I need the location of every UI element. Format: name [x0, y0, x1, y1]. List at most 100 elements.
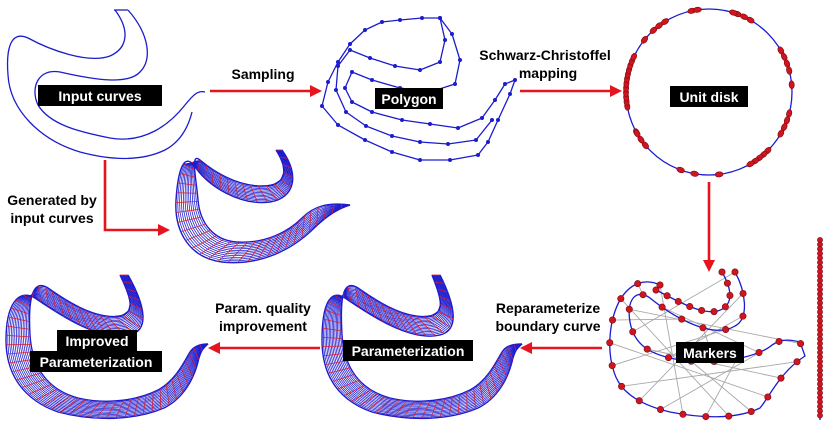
parameterization-mesh-col — [337, 379, 360, 390]
disk-marker — [746, 160, 755, 168]
improved-mesh-col — [200, 344, 203, 351]
generated-mesh-col — [177, 216, 202, 223]
marker-dot — [702, 413, 710, 421]
parameterization-label-bg — [343, 340, 473, 361]
improved-mesh-col — [142, 394, 147, 415]
marker-dot — [606, 339, 614, 347]
quality-caption-line2: improvement — [219, 318, 307, 334]
parameterization-mesh-col — [402, 400, 416, 418]
parameterization-mesh-col — [439, 398, 446, 418]
improved-mesh-col — [27, 384, 52, 395]
polygon-label: Polygon — [381, 91, 436, 107]
marker-dot — [656, 405, 664, 413]
polygon-vertex — [390, 150, 394, 154]
polygon-vertex — [393, 64, 397, 68]
improved-mesh-col — [193, 347, 199, 360]
marker-dot — [747, 408, 755, 416]
improved-mesh-col — [96, 401, 109, 419]
disk-marker — [729, 9, 738, 16]
polygon-panel: Polygon — [320, 16, 517, 162]
improved-mesh-col — [68, 399, 87, 415]
marker-link — [629, 308, 801, 345]
marker-dot — [625, 305, 633, 313]
polygon-vertex — [326, 80, 330, 84]
polygon-vertex — [496, 118, 500, 122]
marker-dot — [726, 291, 734, 299]
generated-mesh-col — [197, 160, 201, 171]
parameterization-mesh-col — [497, 358, 508, 377]
parameterization-mesh-col — [324, 309, 342, 316]
parameterization-mesh-col — [347, 286, 352, 303]
unit-disk-panel: Unit disk — [623, 6, 795, 178]
improved-mesh-col — [151, 392, 154, 413]
improved-mesh-col — [78, 400, 94, 417]
generated-mesh-col — [183, 163, 195, 170]
reparam-caption-line1: Reparameterize — [496, 300, 600, 316]
parameterization-mesh-col — [328, 367, 351, 374]
marker-dot — [618, 382, 626, 390]
disk-marker — [788, 80, 795, 90]
improved-mesh-col — [64, 299, 73, 322]
improved-mesh-col — [51, 290, 57, 312]
reparam-caption-line2: boundary curve — [495, 318, 600, 334]
parameterization-mesh-row — [321, 274, 523, 419]
generated-mesh-col — [242, 183, 249, 202]
parameterization-mesh-col — [489, 371, 498, 393]
improved-mesh-col — [128, 310, 144, 319]
marker-link — [612, 318, 682, 321]
generated-mesh-col — [176, 192, 198, 194]
polygon-vertex — [363, 138, 367, 142]
marker-dot — [721, 303, 729, 311]
polygon-vertex — [390, 134, 394, 138]
marker-dot — [793, 358, 801, 366]
input-curve-outer — [34, 9, 206, 140]
generated-mesh-col — [185, 230, 211, 241]
generated-mesh-col — [265, 185, 278, 201]
parameterization-mesh-col — [437, 288, 448, 293]
arrow-reparam: Reparameterize boundary curve — [495, 300, 602, 354]
parameterization-mesh-col — [412, 401, 423, 419]
improved-mesh-col — [8, 316, 30, 323]
disk-marker — [746, 16, 755, 24]
parameterization-mesh-col — [380, 302, 392, 326]
parameterization-mesh-col — [343, 385, 365, 397]
input-curves-label: Input curves — [58, 88, 141, 104]
marker-link — [620, 298, 730, 417]
generated-mesh-col — [273, 183, 286, 196]
generated-mesh-col — [191, 235, 217, 249]
polygon-vertex — [350, 70, 354, 74]
improved-mesh-col — [188, 353, 197, 369]
disk-marker — [690, 170, 699, 177]
improved-mesh-col — [122, 314, 141, 328]
unit-disk-label-bg — [670, 86, 748, 107]
generated-caption-line1: Generated by — [7, 192, 97, 208]
marker-dot — [678, 315, 686, 323]
parameterization-mesh-col — [473, 387, 476, 410]
improved-mesh-col — [133, 397, 140, 417]
improved-mesh-col — [123, 281, 133, 284]
parameterization-mesh-col — [361, 290, 368, 313]
quality-caption-line1: Param. quality — [215, 300, 311, 316]
polygon-vertex — [513, 78, 517, 82]
polygon-vertex — [350, 100, 354, 104]
marker-dot — [634, 280, 642, 288]
polygon-vertex — [508, 92, 512, 96]
marker-dot — [718, 268, 726, 276]
generated-caption-line2: input curves — [10, 210, 93, 226]
disk-marker — [693, 6, 702, 13]
improved-mesh-col — [105, 400, 117, 419]
generated-mesh-col — [283, 172, 293, 178]
markers-label-bg — [676, 342, 744, 363]
parameterization-mesh-col — [457, 394, 461, 415]
improved-mesh-col — [38, 286, 41, 302]
generated-mesh-col — [266, 234, 279, 258]
parameterization-mesh-col — [430, 399, 438, 419]
polygon-vertex — [336, 123, 340, 127]
generated-mesh-col — [191, 160, 195, 164]
improved-mesh-col — [115, 399, 125, 419]
polygon-vertex — [370, 78, 374, 82]
improved-mesh-col — [16, 372, 42, 381]
marker-dot — [663, 292, 671, 300]
polygon-vertex — [344, 110, 348, 114]
improved-mesh-col — [84, 309, 98, 333]
